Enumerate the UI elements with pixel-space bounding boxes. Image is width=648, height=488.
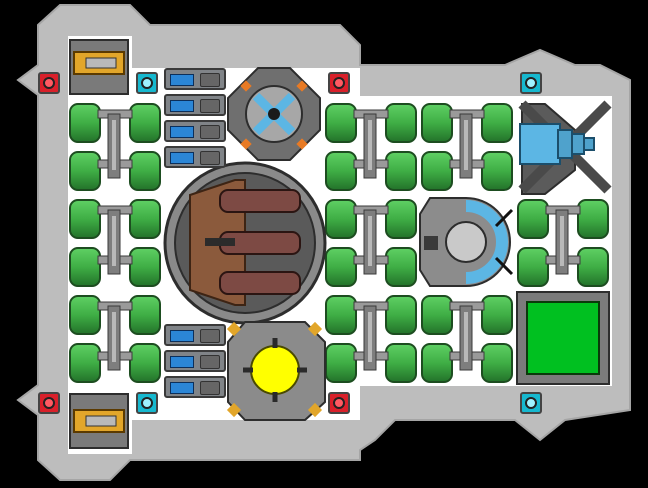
fuel-tank-right-1[interactable] (421, 103, 513, 191)
triple-cannon-turret-icon[interactable] (163, 161, 327, 325)
side-engine-bottom[interactable] (69, 393, 129, 449)
sensor-dish-icon[interactable] (227, 67, 321, 161)
console-stack-top[interactable] (164, 68, 226, 172)
fuel-tank-left-1[interactable] (69, 103, 161, 191)
fuel-tank-right-3[interactable] (421, 295, 513, 383)
control-panel-icon[interactable] (164, 120, 226, 142)
control-panel-icon[interactable] (164, 146, 226, 168)
side-engine-top[interactable] (69, 39, 129, 95)
cyan-node-bottom-right[interactable] (520, 392, 542, 414)
red-node-top-mid[interactable] (328, 72, 350, 94)
control-panel-icon[interactable] (164, 68, 226, 90)
fuel-tank-left-2[interactable] (69, 199, 161, 287)
control-panel-icon[interactable] (164, 324, 226, 346)
green-console-icon[interactable] (516, 291, 610, 385)
fuel-tank-mid-3[interactable] (325, 295, 417, 383)
reactor-core-icon[interactable] (226, 321, 326, 421)
red-node-bottom-mid[interactable] (328, 392, 350, 414)
red-node-top-left[interactable] (38, 72, 60, 94)
fuel-tank-mid-2[interactable] (325, 199, 417, 287)
shield-generator-icon[interactable] (419, 197, 514, 287)
cyan-node-top-right[interactable] (520, 72, 542, 94)
fuel-tank-left-3[interactable] (69, 295, 161, 383)
cyan-node-bottom-left[interactable] (136, 392, 158, 414)
control-panel-icon[interactable] (164, 376, 226, 398)
control-panel-icon[interactable] (164, 350, 226, 372)
console-stack-bottom[interactable] (164, 324, 226, 402)
engine-thruster-icon[interactable] (518, 100, 612, 195)
fuel-tank-mid-1[interactable] (325, 103, 417, 191)
fuel-tank-right-2[interactable] (517, 199, 609, 287)
cyan-node-top-left[interactable] (136, 72, 158, 94)
control-panel-icon[interactable] (164, 94, 226, 116)
red-node-bottom-left[interactable] (38, 392, 60, 414)
